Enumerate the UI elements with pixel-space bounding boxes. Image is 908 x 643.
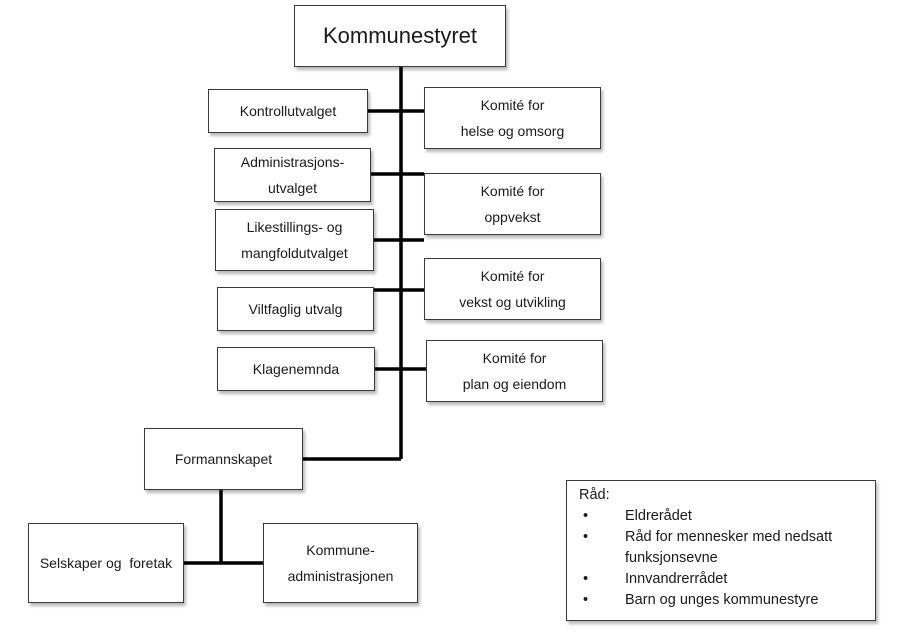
kommunestyret-label: Kommunestyret — [322, 23, 478, 48]
komite-helse-omsorg-line1: Komité for — [480, 97, 545, 113]
kommuneadministrasjonen-line2: administrasjonen — [287, 568, 394, 584]
komite-plan-eiendom-line1: Komité for — [482, 350, 547, 366]
kontrollutvalget-box: Kontrollutvalget — [208, 89, 368, 133]
likestillingsutvalget-line1: Likestillings- og — [246, 219, 343, 235]
rad-legend-list: • Eldrerådet • Råd for mennesker med ned… — [579, 506, 863, 611]
klagenemnda-box: Klagenemnda — [217, 347, 375, 391]
komite-oppvekst-line2: oppvekst — [484, 209, 541, 225]
administrasjonsutvalget-line1: Administrasjons- — [240, 154, 345, 170]
komite-oppvekst-line1: Komité for — [480, 183, 545, 199]
legend-item: • Råd for mennesker med nedsatt funksjon… — [579, 527, 863, 569]
legend-item-label: Barn og unges kommunestyre — [625, 592, 819, 608]
legend-item-label: Innvandrerrådet — [625, 571, 728, 587]
administrasjonsutvalget-line2: utvalget — [267, 180, 318, 196]
kommunestyret-box: Kommunestyret — [294, 5, 506, 67]
bullet-icon: • — [583, 571, 589, 587]
legend-item-label: Eldrerådet — [625, 508, 692, 524]
komite-vekst-utvikling-line2: vekst og utvikling — [459, 294, 566, 310]
likestillingsutvalget-line2: mangfoldutvalget — [241, 245, 348, 261]
legend-item: • Barn og unges kommunestyre — [579, 590, 863, 611]
legend-item: • Eldrerådet — [579, 506, 863, 527]
komite-vekst-utvikling-line1: Komité for — [480, 268, 545, 284]
formannskapet-box: Formannskapet — [144, 428, 303, 490]
bullet-icon: • — [583, 529, 589, 545]
komite-helse-omsorg-box: Komité for helse og omsorg — [424, 87, 601, 149]
komite-oppvekst-box: Komité for oppvekst — [424, 173, 601, 235]
kommuneadministrasjonen-line1: Kommune- — [306, 542, 375, 558]
legend-item: • Innvandrerrådet — [579, 569, 863, 590]
klagenemnda-label: Klagenemnda — [252, 361, 340, 377]
selskaper-foretak-box: Selskaper og foretak — [28, 523, 184, 603]
administrasjonsutvalget-box: Administrasjons- utvalget — [214, 148, 371, 202]
rad-legend-box: Råd: • Eldrerådet • Råd for mennesker me… — [566, 480, 876, 621]
formannskapet-label: Formannskapet — [174, 451, 273, 467]
selskaper-foretak-label: Selskaper og foretak — [39, 555, 173, 571]
viltfaglig-utvalg-label: Viltfaglig utvalg — [248, 301, 343, 317]
bullet-icon: • — [583, 592, 589, 608]
viltfaglig-utvalg-box: Viltfaglig utvalg — [217, 287, 374, 331]
komite-plan-eiendom-box: Komité for plan og eiendom — [426, 340, 603, 402]
komite-plan-eiendom-line2: plan og eiendom — [462, 376, 567, 392]
rad-legend-title: Råd: — [579, 487, 610, 503]
bullet-icon: • — [583, 508, 589, 524]
komite-vekst-utvikling-box: Komité for vekst og utvikling — [424, 258, 601, 320]
kommuneadministrasjonen-box: Kommune- administrasjonen — [263, 523, 418, 603]
kontrollutvalget-label: Kontrollutvalget — [239, 103, 337, 119]
legend-item-label: Råd for mennesker med nedsatt funksjonse… — [625, 529, 833, 566]
likestillingsutvalget-box: Likestillings- og mangfoldutvalget — [215, 209, 374, 271]
komite-helse-omsorg-line2: helse og omsorg — [460, 123, 565, 139]
